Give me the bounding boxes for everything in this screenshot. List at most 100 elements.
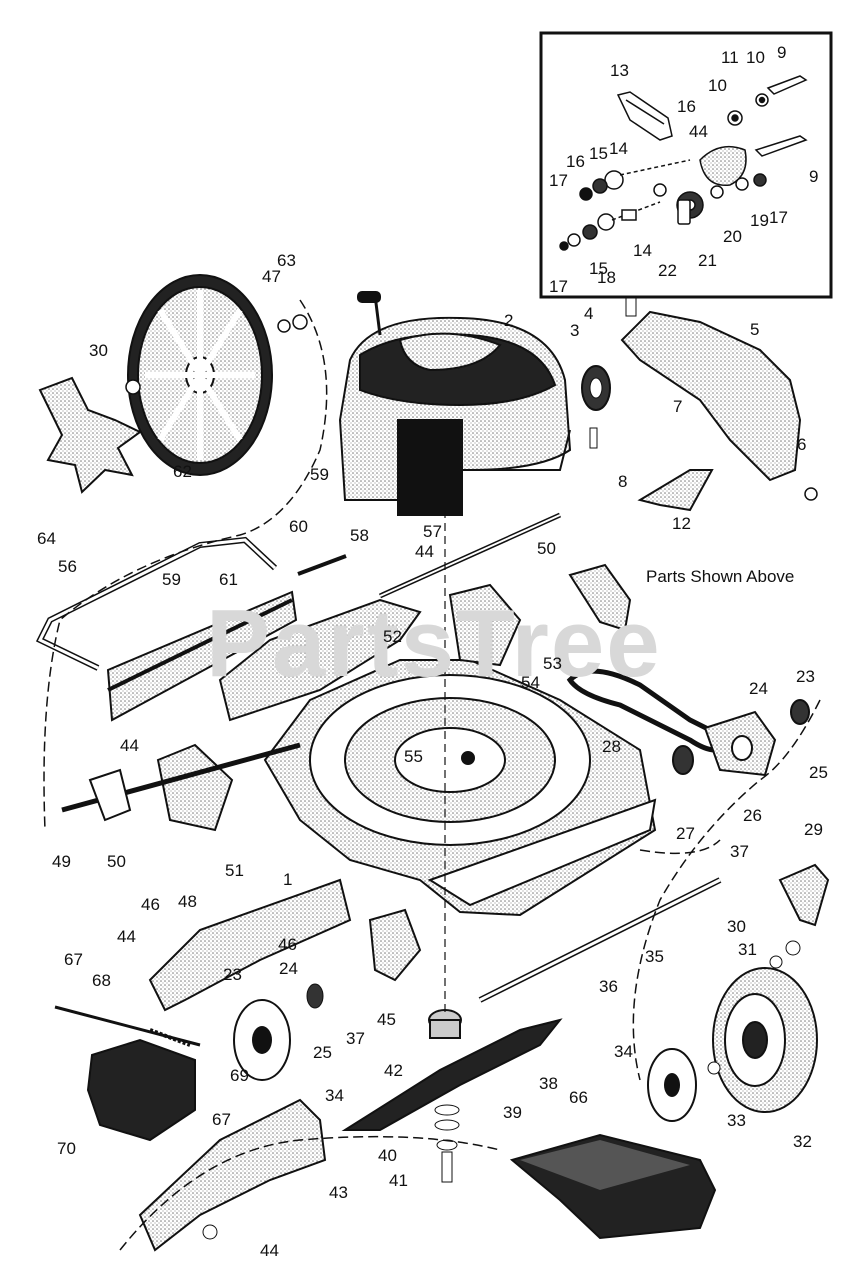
callout-54: 54 (521, 673, 540, 692)
callout-40: 40 (378, 1146, 397, 1165)
gear-25-left (306, 983, 324, 1009)
washer-31 (769, 955, 783, 969)
inset-frame (539, 31, 833, 299)
callout-57: 57 (423, 522, 442, 541)
inset-callout-14: 14 (609, 139, 628, 158)
inset-callout-9: 9 (777, 43, 787, 62)
callout-41: 41 (389, 1171, 408, 1190)
nut-44-bottom (202, 1224, 218, 1240)
callout-46: 46 (278, 935, 297, 954)
callout-64: 64 (37, 529, 56, 548)
callout-37: 37 (346, 1029, 365, 1048)
bracket-45 (368, 908, 422, 982)
lever-12 (568, 563, 632, 632)
callout-55: 55 (404, 747, 423, 766)
bolt-4 (625, 297, 637, 317)
callout-49: 49 (52, 852, 71, 871)
callout-50: 50 (537, 539, 556, 558)
inset-callout-20: 20 (723, 227, 742, 246)
inset-callout-14: 14 (633, 241, 652, 260)
pulley-27 (672, 745, 694, 775)
callout-2: 2 (504, 311, 514, 330)
inset-callout-19: 19 (750, 211, 769, 230)
callout-1: 1 (283, 870, 293, 889)
skirt-43 (138, 1098, 327, 1252)
cover-29 (778, 863, 830, 927)
callout-27: 27 (676, 824, 695, 843)
inset-callout-17: 17 (549, 171, 568, 190)
callout-53: 53 (543, 654, 562, 673)
baffle-58 (218, 598, 422, 722)
callout-47: 47 (262, 267, 281, 286)
callout-63: 63 (277, 251, 296, 270)
belt-guard-5 (620, 310, 802, 482)
callout-26: 26 (743, 806, 762, 825)
gear-25 (790, 699, 810, 725)
washer-39a (434, 1104, 460, 1116)
callout-60: 60 (289, 517, 308, 536)
callout-32: 32 (793, 1132, 812, 1151)
callout-56: 56 (58, 557, 77, 576)
callout-50: 50 (107, 852, 126, 871)
callout-23: 23 (223, 965, 242, 984)
callout-44: 44 (260, 1241, 279, 1260)
callout-39: 39 (503, 1103, 522, 1122)
blade-38 (341, 1018, 563, 1131)
callout-45: 45 (377, 1010, 396, 1029)
callout-43: 43 (329, 1183, 348, 1202)
deck (263, 659, 657, 917)
parts-shown-above-note: Parts Shown Above (646, 567, 795, 586)
callout-24: 24 (749, 679, 768, 698)
callout-59: 59 (162, 570, 181, 589)
callout-30: 30 (727, 917, 746, 936)
bracket-51 (156, 743, 234, 832)
callout-37: 37 (730, 842, 749, 861)
rear-wheel (127, 274, 273, 476)
bolt-6 (804, 487, 818, 501)
washer-33 (707, 1061, 721, 1075)
inset-callout-17: 17 (769, 208, 788, 227)
rear-flap-61 (106, 590, 298, 722)
callout-51: 51 (225, 861, 244, 880)
callout-48: 48 (178, 892, 197, 911)
callout-30: 30 (89, 341, 108, 360)
nut-30 (125, 379, 141, 395)
bolt-41 (441, 1151, 453, 1183)
callout-23: 23 (796, 667, 815, 686)
callout-44: 44 (117, 927, 136, 946)
adjuster-49 (88, 768, 132, 822)
callout-58: 58 (350, 526, 369, 545)
callout-66: 66 (569, 1088, 588, 1107)
callout-3: 3 (570, 321, 580, 340)
callout-31: 31 (738, 940, 757, 959)
callout-36: 36 (599, 977, 618, 996)
inset-callout-17: 17 (549, 277, 568, 296)
rear-door-70 (86, 1038, 196, 1142)
rod-68 (54, 1005, 201, 1047)
inset-callout-16: 16 (566, 152, 585, 171)
inset-callout-44: 44 (689, 122, 708, 141)
callout-6: 6 (797, 435, 807, 454)
washer-40 (436, 1139, 458, 1151)
nut-30-right (785, 940, 801, 956)
callout-44: 44 (415, 542, 434, 561)
key-8 (589, 427, 598, 449)
skirt-48 (148, 878, 352, 1012)
inset-callout-11: 11 (721, 48, 739, 67)
callout-67: 67 (64, 950, 83, 969)
callout-5: 5 (750, 320, 760, 339)
bracket-54 (448, 583, 522, 667)
callout-52: 52 (383, 627, 402, 646)
front-wheel-right (712, 967, 818, 1113)
inset-callout-13: 13 (610, 61, 629, 80)
callout-24: 24 (279, 959, 298, 978)
washer-63 (292, 314, 308, 330)
inset-callout-16: 16 (677, 97, 696, 116)
inset-callout-15: 15 (589, 259, 608, 278)
callout-70: 70 (57, 1139, 76, 1158)
inset-callout-21: 21 (698, 251, 717, 270)
inset-callout-18: 18 (597, 268, 616, 287)
callout-61: 61 (219, 570, 238, 589)
callout-34: 34 (614, 1042, 633, 1061)
